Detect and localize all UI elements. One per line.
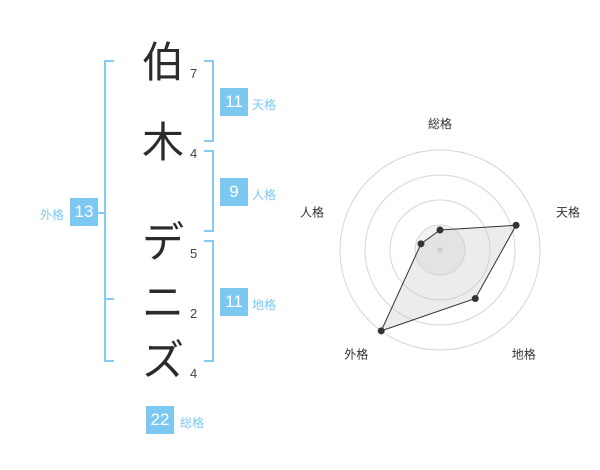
chikaku-label: 地格 (252, 298, 277, 312)
gaikaku-value: 13 (70, 198, 98, 226)
gaikaku-bracket-connector (97, 212, 105, 214)
stroke-count-1: 7 (190, 66, 198, 81)
stroke-count-4: 2 (190, 306, 198, 321)
radar-point-4 (377, 327, 385, 335)
soukaku-label: 総格 (180, 416, 205, 430)
radar-point-5 (417, 240, 425, 248)
gaikaku-label: 外格 (40, 208, 65, 222)
radar-axis-label-5: 人格 (300, 204, 324, 219)
tenkaku-value: 11 (220, 88, 248, 116)
radar-ring-3 (364, 174, 516, 326)
jinkaku-label: 人格 (252, 188, 277, 202)
tenkaku-bracket (204, 60, 214, 142)
stroke-count-3: 5 (190, 246, 198, 261)
name-char-4: ニ (141, 278, 184, 327)
tenkaku-label: 天格 (252, 98, 277, 112)
radar-center (437, 247, 443, 253)
radar-point-2 (512, 221, 520, 229)
chikaku-bracket (204, 240, 214, 362)
jinkaku-bracket (204, 150, 214, 232)
radar-ring-2 (389, 199, 491, 301)
stroke-count-5: 4 (190, 366, 198, 381)
radar-ring-4 (339, 149, 541, 351)
stroke-count-2: 4 (190, 146, 198, 161)
radar-axis-label-1: 総格 (428, 116, 452, 131)
gaikaku-bracket-tick (104, 298, 114, 300)
radar-area (380, 224, 517, 332)
name-char-5: ズ (141, 336, 184, 385)
radar-axis-label-4: 外格 (344, 347, 368, 362)
name-char-3: デ (141, 218, 184, 267)
radar-point-1 (436, 226, 444, 234)
soukaku-value: 22 (146, 406, 174, 434)
gaikaku-bracket (104, 60, 114, 362)
name-char-2: 木 (141, 118, 184, 167)
radar-axis-label-3: 地格 (512, 347, 536, 362)
chikaku-value: 11 (220, 288, 248, 316)
radar-point-3 (471, 295, 479, 303)
radar-axis-label-2: 天格 (556, 204, 580, 219)
jinkaku-value: 9 (220, 178, 248, 206)
name-char-1: 伯 (141, 38, 184, 87)
